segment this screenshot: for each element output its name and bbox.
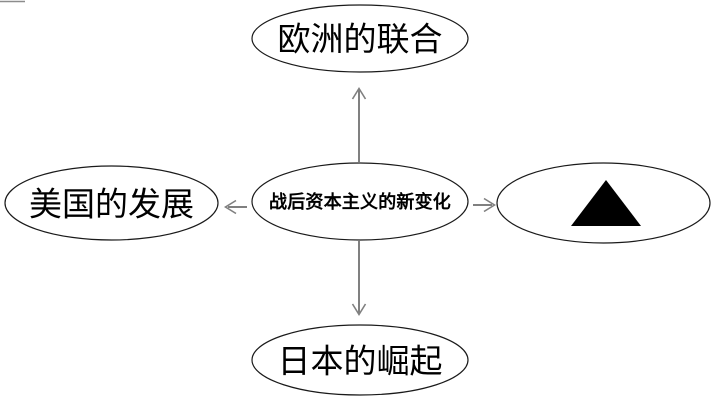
node-top-ellipse[interactable]: [251, 4, 469, 73]
node-center[interactable]: 战后资本主义的新变化: [251, 162, 469, 241]
connector-center-to-top: [351, 86, 367, 162]
filled-triangle-icon: [571, 180, 641, 226]
node-top-label: 欧洲的联合: [278, 20, 443, 59]
connector-center-to-right: [473, 197, 497, 213]
node-bottom-ellipse[interactable]: [251, 324, 469, 396]
connector-center-to-left: [223, 199, 247, 215]
connector-center-to-bottom: [351, 241, 367, 317]
node-center-label: 战后资本主义的新变化: [269, 191, 451, 213]
node-bottom-label: 日本的崛起: [278, 342, 443, 381]
node-left-label: 美国的发展: [29, 185, 194, 224]
node-right[interactable]: [496, 162, 711, 244]
node-center-ellipse[interactable]: [251, 162, 469, 241]
node-left-ellipse[interactable]: [4, 165, 219, 241]
node-top[interactable]: 欧洲的联合: [251, 4, 469, 73]
node-bottom[interactable]: 日本的崛起: [251, 324, 469, 396]
node-left[interactable]: 美国的发展: [4, 165, 219, 241]
